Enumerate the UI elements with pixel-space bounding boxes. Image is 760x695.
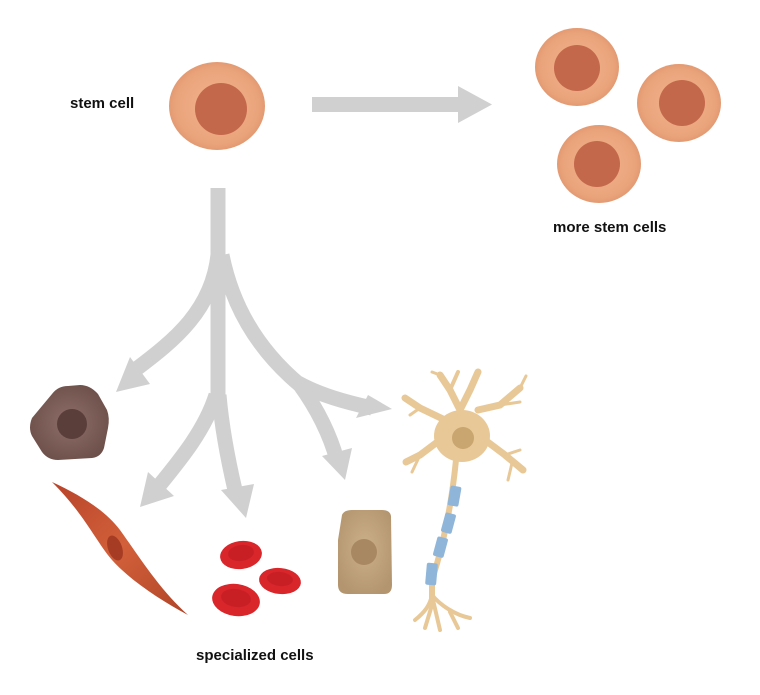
myelin-sheath [441, 512, 456, 534]
neuron-nucleus [452, 427, 474, 449]
red-blood-cells [212, 540, 301, 617]
more-stem-cells-label: more stem cells [553, 219, 667, 236]
neuron [401, 368, 528, 632]
stem-cell-nucleus [554, 45, 600, 91]
arrow-branch-rect [293, 380, 345, 463]
arrow-head [458, 86, 492, 123]
red-blood-cell [259, 567, 301, 595]
arrow-branch-right [214, 253, 305, 391]
red-blood-cell [212, 583, 260, 617]
more-stem-cells [535, 28, 721, 203]
specialized-cells-label: specialized cells [196, 647, 314, 664]
arrowhead-hexagonal [116, 357, 150, 392]
myelin-sheath [425, 562, 438, 586]
arrowhead-neuron [356, 395, 392, 418]
muscle-cell [52, 482, 188, 615]
rbc-center [228, 544, 254, 562]
rectangular-cell [338, 510, 392, 594]
arrow-branch-hexagonal [130, 253, 226, 376]
differentiation-arrows [130, 188, 374, 492]
rbc-center [221, 588, 251, 608]
rbc-center [267, 571, 293, 587]
differentiation-arrowheads [116, 357, 392, 518]
axon-terminals [413, 593, 472, 632]
red-blood-cell [220, 540, 262, 570]
stem-cell-copy [557, 125, 641, 203]
arrow-branch-rbc [211, 394, 243, 492]
arrow-shaft [312, 97, 460, 112]
myelin-sheaths [425, 485, 462, 586]
myelin-sheath [447, 485, 462, 507]
stem-cell-label: stem cell [70, 95, 135, 112]
arrow-branch-muscle [152, 392, 224, 492]
stem-cell-copy [637, 64, 721, 142]
self-renewal-arrow [312, 86, 492, 123]
neuron-dendrites [401, 368, 528, 482]
stem-cell-copy [535, 28, 619, 106]
hexagonal-cell-nucleus [57, 409, 87, 439]
stem-cell [169, 62, 265, 150]
muscle-cell-nucleus [107, 535, 123, 561]
myelin-sheath [433, 536, 448, 558]
rectangular-cell-nucleus [351, 539, 377, 565]
stem-cell-nucleus [659, 80, 705, 126]
hexagonal-cell [30, 385, 109, 460]
stem-cell-nucleus [574, 141, 620, 187]
arrowhead-muscle [140, 472, 174, 507]
arrowhead-rect [322, 448, 352, 480]
stem-cell-nucleus [195, 83, 247, 135]
arrowhead-rbc [221, 484, 254, 518]
